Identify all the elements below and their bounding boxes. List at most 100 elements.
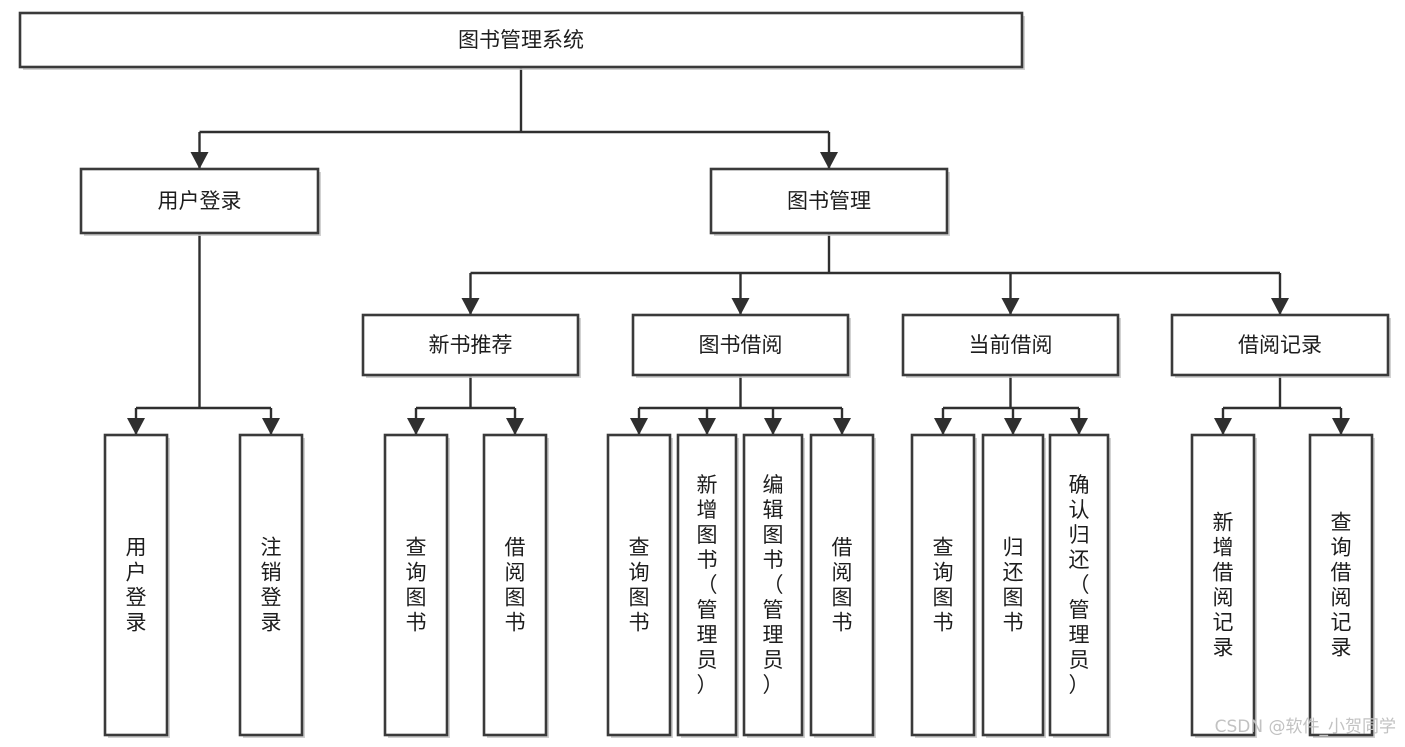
- node-label-char: 注: [261, 536, 282, 560]
- node-label-char: 理: [1069, 623, 1090, 647]
- node-label-char: （: [763, 573, 784, 597]
- node-label: 图书管理系统: [458, 28, 584, 52]
- node-label-char: 登: [126, 586, 147, 610]
- node-user-login[interactable]: 用户登录: [79, 167, 321, 236]
- connector-arrowhead: [698, 418, 716, 435]
- node-label-char: 书: [406, 611, 427, 635]
- node-label-char: 书: [1003, 611, 1024, 635]
- node-label-char: 用: [126, 536, 147, 560]
- connector-layer: [127, 67, 1350, 435]
- node-label-char: 新: [1213, 511, 1234, 535]
- node-label-char: 理: [763, 623, 784, 647]
- node-label-char: 录: [261, 611, 282, 635]
- connector-arrowhead: [461, 298, 480, 315]
- node-label-char: 询: [1331, 536, 1352, 560]
- node-label-char: 书: [505, 611, 526, 635]
- node-leaf-user-login[interactable]: 用户登录: [103, 433, 170, 738]
- node-label-char: 归: [1069, 523, 1090, 547]
- node-label-char: 图: [763, 523, 784, 547]
- connector-arrowhead: [1332, 418, 1350, 435]
- node-label-char: ）: [1069, 673, 1090, 697]
- node-borrow-record[interactable]: 借阅记录: [1170, 313, 1391, 378]
- node-label-char: 新: [697, 473, 718, 497]
- node-layer: 图书管理系统用户登录图书管理新书推荐图书借阅当前借阅借阅记录用户登录注销登录查询…: [18, 11, 1391, 738]
- node-book-manage[interactable]: 图书管理: [709, 167, 950, 236]
- node-box: [482, 433, 548, 737]
- node-box: [910, 433, 976, 737]
- connector-arrowhead: [506, 418, 524, 435]
- node-label-char: 书: [933, 611, 954, 635]
- node-label-char: （: [697, 573, 718, 597]
- node-label-char: 理: [697, 623, 718, 647]
- node-label-char: 还: [1069, 548, 1090, 572]
- node-label-char: 员: [763, 648, 784, 672]
- node-label-char: ）: [763, 673, 784, 697]
- node-label-char: 查: [629, 536, 650, 560]
- node-label-char: 借: [505, 536, 526, 560]
- connector-arrowhead: [764, 418, 782, 435]
- connector-arrowhead: [262, 418, 280, 435]
- node-label-char: ）: [697, 673, 718, 697]
- node-label-char: 还: [1003, 561, 1024, 585]
- node-box: [981, 433, 1045, 737]
- node-root[interactable]: 图书管理系统: [18, 11, 1025, 70]
- node-label-char: 阅: [505, 561, 526, 585]
- node-label-char: 记: [1213, 611, 1234, 635]
- connector-arrowhead: [934, 418, 952, 435]
- node-label-char: 增: [697, 498, 718, 522]
- node-label-char: （: [1069, 573, 1090, 597]
- connector-arrowhead: [1271, 298, 1289, 315]
- connector-arrowhead: [1214, 418, 1232, 435]
- node-label-char: 图: [505, 586, 526, 610]
- connector-arrowhead: [1070, 418, 1088, 435]
- connector-arrowhead: [630, 418, 648, 435]
- connector-arrowhead: [190, 152, 209, 169]
- node-label-char: 图: [697, 523, 718, 547]
- node-label-char: 询: [933, 561, 954, 585]
- node-label-char: 书: [697, 548, 718, 572]
- node-label-char: 阅: [832, 561, 853, 585]
- node-label-char: 图: [933, 586, 954, 610]
- node-label: 新书推荐: [429, 333, 513, 357]
- node-label-char: 借: [1213, 561, 1234, 585]
- node-new-book-rec[interactable]: 新书推荐: [361, 313, 581, 378]
- node-label-char: 询: [629, 561, 650, 585]
- node-box: [631, 313, 850, 377]
- node-label-char: 归: [1003, 536, 1024, 560]
- node-box: [1048, 433, 1110, 737]
- node-label-char: 员: [697, 648, 718, 672]
- node-label-char: 查: [1331, 511, 1352, 535]
- node-label-char: 图: [1003, 586, 1024, 610]
- csdn-watermark: CSDN @软件_小贺同学: [1215, 717, 1396, 737]
- node-label-char: 书: [763, 548, 784, 572]
- node-box: [606, 433, 672, 737]
- node-label-char: 阅: [1213, 586, 1234, 610]
- node-book-borrow[interactable]: 图书借阅: [631, 313, 851, 378]
- node-label-char: 借: [1331, 561, 1352, 585]
- node-label-char: 图: [629, 586, 650, 610]
- node-current-borrow[interactable]: 当前借阅: [901, 313, 1121, 378]
- node-label-char: 图: [832, 586, 853, 610]
- node-label-char: 销: [261, 561, 282, 585]
- connector-arrowhead: [1004, 418, 1022, 435]
- node-label-char: 录: [1213, 636, 1234, 660]
- node-label-char: 登: [261, 586, 282, 610]
- node-box: [79, 167, 320, 235]
- connector-arrowhead: [407, 418, 425, 435]
- node-box: [1170, 313, 1390, 377]
- node-box: [361, 313, 580, 377]
- node-label-char: 阅: [1331, 586, 1352, 610]
